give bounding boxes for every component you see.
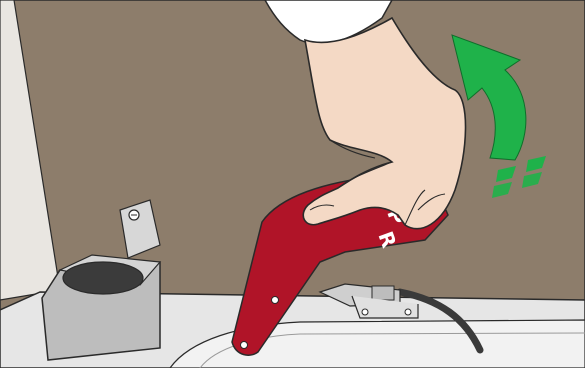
plate-hole-left [362,309,368,315]
cup-opening [63,262,143,294]
connector-nut [372,286,394,300]
plate-hole-right [405,309,411,315]
handle-pivot-top [272,297,279,304]
handle-pivot-bottom [241,342,248,349]
